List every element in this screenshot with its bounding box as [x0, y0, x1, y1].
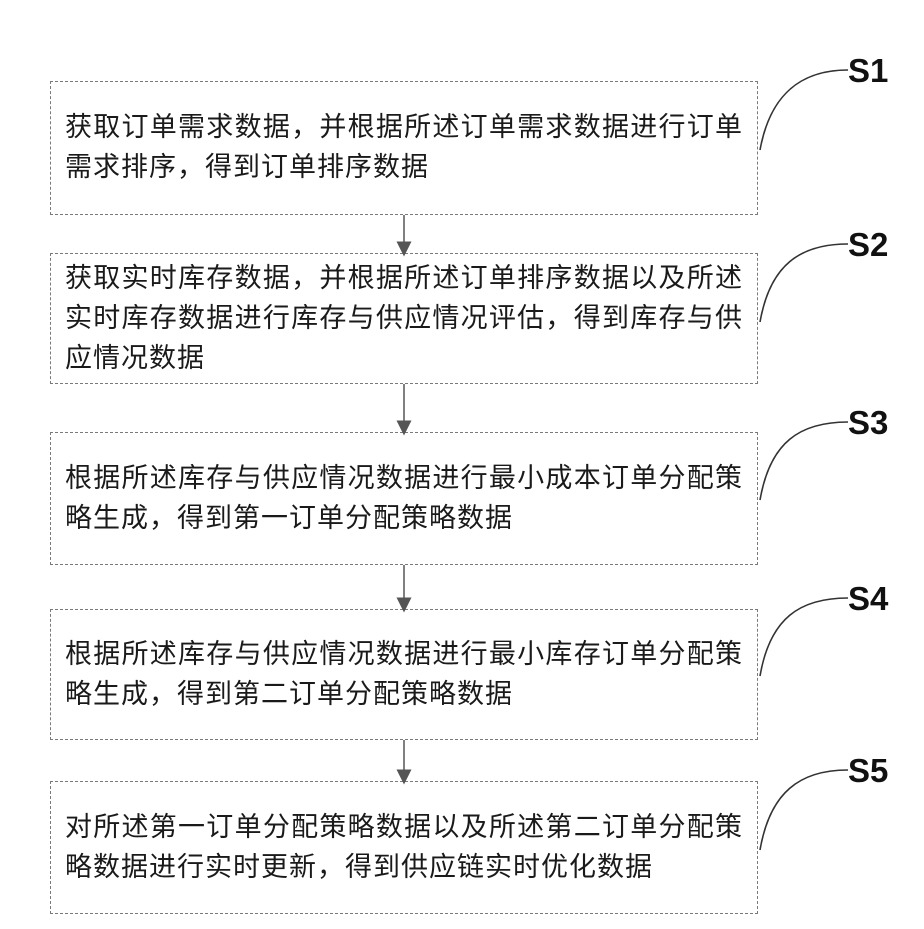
- leader-line-s5: [760, 770, 848, 850]
- leader-line-s2: [760, 244, 848, 322]
- step-label-s4: S4: [848, 582, 888, 615]
- leader-line-s3: [760, 422, 848, 500]
- leader-line-s1: [760, 70, 848, 150]
- leader-line-s4: [760, 598, 848, 676]
- step-label-s2: S2: [848, 228, 888, 261]
- step-label-s5: S5: [848, 754, 888, 787]
- step-label-s3: S3: [848, 406, 888, 439]
- step-label-s1: S1: [848, 54, 888, 87]
